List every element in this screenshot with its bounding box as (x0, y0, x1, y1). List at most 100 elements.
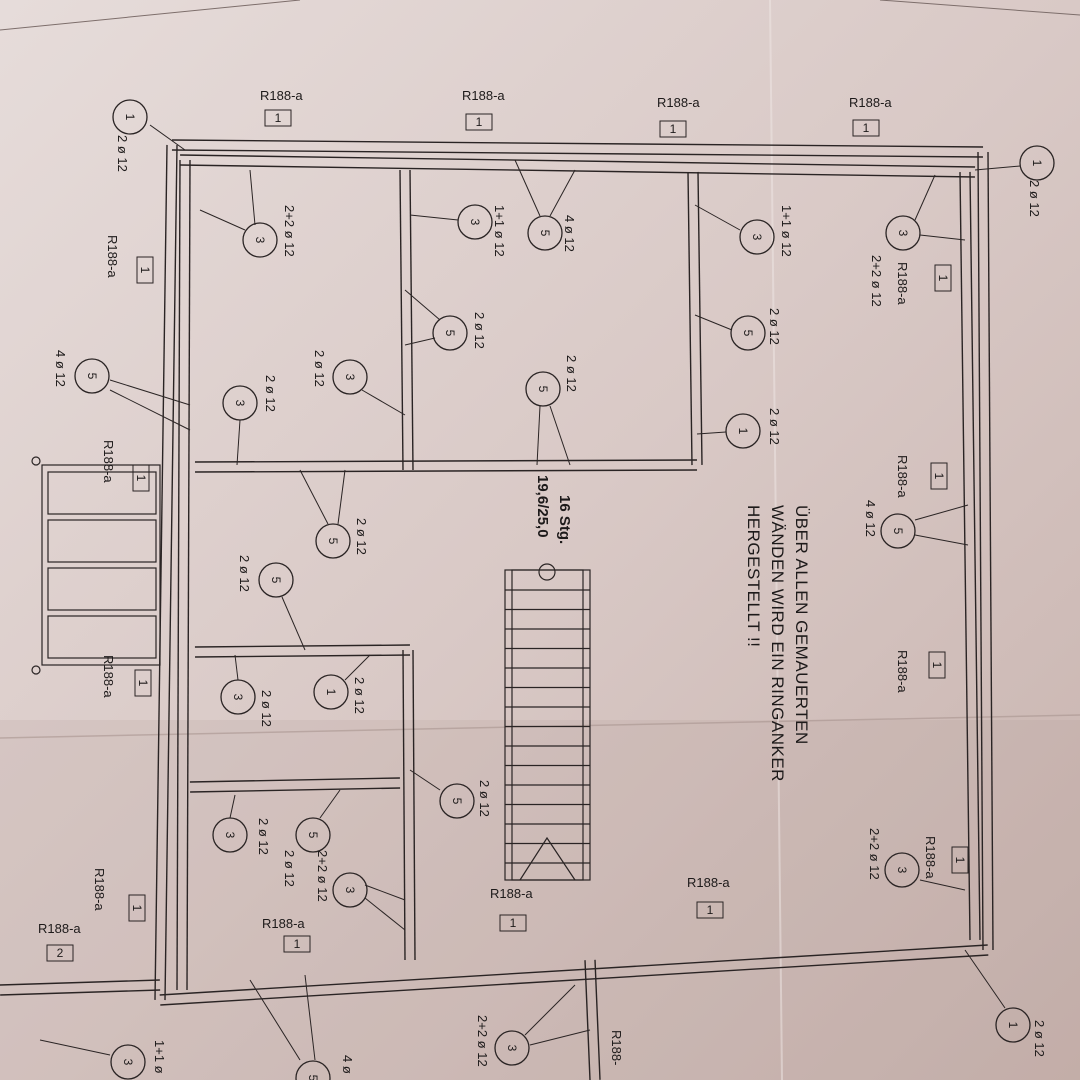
rebar-label: 2+2 ø 12 (475, 1015, 490, 1067)
window-pane (47, 471, 157, 515)
rebar-label: 2 ø 12 (767, 308, 782, 345)
support-leader-line (319, 789, 341, 819)
outer-wall-bottom (160, 954, 989, 1006)
lintel-type-label: R188-a (105, 235, 120, 278)
lintel-marker: R188-a1 (849, 95, 892, 137)
rebar-label: 2 ø 12 (352, 677, 367, 714)
rebar-label: 2 ø 12 (767, 408, 782, 445)
lintel-count: 1 (932, 473, 946, 480)
rebar-label: 4 ø 12 (863, 500, 878, 537)
rebar-label: 2 ø 12 (472, 312, 487, 349)
support-leader-line (361, 389, 406, 416)
support-marker: 54 ø (249, 974, 355, 1080)
stair-arrow (519, 836, 576, 881)
support-marker: 1 2 ø 12 (964, 949, 1047, 1057)
support-circle (313, 674, 349, 710)
support-leader-line (514, 159, 541, 217)
interior-wall-1 (409, 169, 414, 470)
window-pane (47, 567, 157, 611)
support-leader-line (149, 124, 186, 151)
adjacent-wall (0, 979, 160, 986)
rebar-label: 2 ø 12 (263, 375, 278, 412)
lintel-count-box (264, 109, 292, 127)
lintel-marker: R188-a1 (490, 886, 533, 932)
support-circle (212, 817, 248, 853)
lintel-count-box (134, 669, 152, 697)
support-leader-line (249, 979, 301, 1061)
lintel-count: 1 (134, 475, 148, 482)
support-leader-line (536, 405, 541, 466)
window-corner-marker (31, 665, 41, 675)
support-leader-line (249, 169, 256, 226)
lintel-count: 2 (57, 946, 64, 960)
lintel-marker: R188-a2 (38, 921, 81, 962)
support-number: 3 (343, 887, 357, 894)
lintel-marker: R188-a1 (657, 95, 700, 138)
support-number: 1 (1006, 1022, 1020, 1029)
rebar-label: 4 ø 12 (562, 215, 577, 252)
lintel-count-box (928, 651, 946, 679)
support-circle (494, 1030, 530, 1066)
rebar-label: 4 ø (340, 1055, 355, 1074)
outer-wall-left (154, 144, 168, 1000)
stair-stamp: 16 Stg. 19,6/25,0 (534, 475, 573, 544)
lintel-count: 1 (707, 903, 714, 917)
lintel-type-label: R188-a (895, 455, 910, 498)
stair-inner (511, 569, 584, 881)
support-circle (525, 371, 561, 407)
support-number: 3 (468, 219, 482, 226)
stair-dimensions: 19,6/25,0 (534, 475, 551, 538)
lintel-count-box (499, 914, 527, 932)
lintel-count-box (136, 256, 154, 284)
support-circle (730, 315, 766, 351)
rebar-label: 2 ø 12 (312, 350, 327, 387)
lintel-count: 1 (294, 937, 301, 951)
support-number: 3 (233, 400, 247, 407)
interior-wall-4 (195, 654, 411, 658)
support-number: 5 (536, 386, 550, 393)
support-leader-line (549, 405, 571, 466)
support-leader-line (404, 289, 441, 321)
support-circle (220, 679, 256, 715)
adjacent-wall-2 (584, 960, 591, 1080)
support-leader-line (236, 419, 241, 466)
note-line-3: HERGESTELLT !! (744, 505, 763, 647)
support-leader-line (337, 469, 346, 525)
rebar-label: 2 ø 12 (282, 850, 297, 887)
support-leader-line (304, 974, 316, 1061)
support-leader-line (404, 337, 436, 346)
lintel-count-box (852, 119, 880, 137)
support-number: 3 (895, 867, 909, 874)
support-number: 3 (896, 230, 910, 237)
support-number: 5 (326, 538, 340, 545)
support-leader-line (529, 1029, 591, 1046)
lintel-type-label: R188-a (657, 95, 700, 110)
lintel-count-box (132, 464, 150, 492)
lintel-count: 1 (136, 680, 150, 687)
support-circle (725, 413, 761, 449)
support-circle (885, 215, 921, 251)
paper-lower-fold-shade (0, 720, 1080, 1080)
lintel-count: 1 (510, 916, 517, 930)
inner-wall-right (969, 171, 981, 940)
interior-wall-6 (189, 777, 400, 783)
lintel-count-box (951, 846, 969, 874)
support-marker: 32+2 ø 12 (867, 828, 966, 891)
lintel-type-label: R188-a (849, 95, 892, 110)
lintel-type-label: R188-a (923, 836, 938, 879)
support-leader-line (964, 949, 1006, 1009)
lintel-count: 1 (930, 662, 944, 669)
rebar-label: 2 ø 12 (1032, 1020, 1047, 1057)
support-circle (884, 852, 920, 888)
support-marker: 32+2 ø 12 (475, 984, 591, 1067)
adjacent-wall (0, 989, 161, 996)
lintel-count: 1 (130, 905, 144, 912)
